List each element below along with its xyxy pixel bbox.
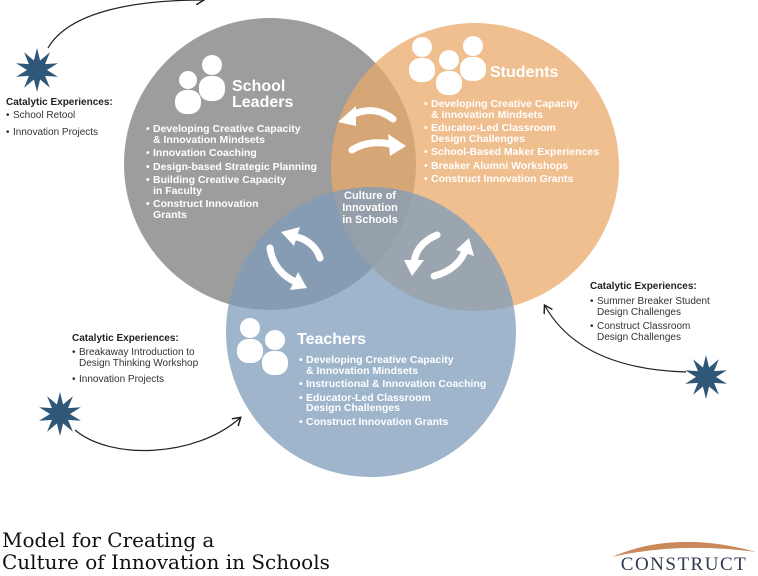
cycle-arrow-head-icon: [404, 260, 424, 276]
students-people-icon: [409, 36, 486, 95]
list-item: Innovation Projects: [6, 127, 136, 139]
teachers-title: Teachers: [297, 331, 367, 348]
list-item: Educator-Led Classroom Design Challenges: [299, 392, 486, 414]
list-item: Construct Classroom Design Challenges: [590, 321, 755, 343]
list-item: Summer Breaker Student Design Challenges: [590, 296, 755, 318]
list-item: School Retool: [6, 110, 136, 122]
list-item: Construct Innovation Grants: [424, 174, 599, 185]
cycle-arrow-head-icon: [290, 272, 307, 290]
students-catalytic-block: Catalytic Experiences: Summer Breaker St…: [590, 281, 755, 347]
catalytic-heading: Catalytic Experiences:: [6, 97, 113, 108]
cycle-arrow-head-icon: [338, 106, 356, 126]
leaders-catalytic-arrow: [47, 0, 203, 49]
teachers-star-icon: [39, 392, 81, 436]
list-item: Educator-Led Classroom Design Challenges: [424, 123, 599, 144]
construct-logo-arc: [612, 541, 756, 557]
teachers-people-icon: [237, 318, 288, 375]
students-star-icon: [685, 355, 727, 399]
list-item: Construct Innovation Grants: [299, 416, 486, 428]
list-item: Innovation Coaching: [146, 148, 317, 159]
cycle-arrow-head-icon: [388, 134, 406, 156]
teachers-catalytic-block: Catalytic Experiences: Breakaway Introdu…: [72, 333, 237, 390]
leaders-people-icon: [175, 55, 225, 114]
teachers-list: Developing Creative Capacity & Innovatio…: [299, 355, 486, 430]
list-item: Building Creative Capacity in Faculty: [146, 175, 317, 196]
page-title: Model for Creating a Culture of Innovati…: [2, 528, 330, 574]
list-item: Instructional & Innovation Coaching: [299, 379, 486, 390]
list-item: Construct Innovation Grants: [146, 199, 317, 220]
catalytic-heading: Catalytic Experiences:: [590, 281, 697, 292]
teachers-catalytic-arrow: [74, 418, 240, 452]
leaders-star-icon: [16, 48, 58, 92]
students-catalytic-arrow: [545, 306, 687, 373]
list-item: Developing Creative Capacity & Innovatio…: [424, 99, 599, 120]
students-list: Developing Creative Capacity & Innovatio…: [424, 99, 599, 188]
cycle-arrow-head-icon: [456, 238, 474, 256]
list-item: Developing Creative Capacity & Innovatio…: [146, 124, 317, 145]
cycle-arrow-head-icon: [281, 227, 300, 246]
school-leaders-title: School Leaders: [232, 78, 294, 111]
list-item: Developing Creative Capacity & Innovatio…: [299, 355, 486, 376]
students-title: Students: [490, 64, 559, 81]
list-item: Innovation Projects: [72, 374, 237, 386]
catalytic-heading: Catalytic Experiences:: [72, 333, 179, 344]
cycle-arrow-icon: [266, 244, 300, 286]
list-item: School-Based Maker Experiences: [424, 147, 599, 158]
school-leaders-list: Developing Creative Capacity & Innovatio…: [146, 124, 317, 223]
center-label: Culture of Innovation in Schools: [342, 190, 398, 226]
list-item: Breakaway Introduction to Design Thinkin…: [72, 347, 237, 369]
list-item: Design-based Strategic Planning: [146, 161, 317, 173]
construct-logo-text: CONSTRUCT: [620, 554, 748, 575]
leaders-catalytic-block: Catalytic Experiences: School Retool Inn…: [6, 97, 136, 142]
list-item: Breaker Alumni Workshops: [424, 160, 599, 172]
